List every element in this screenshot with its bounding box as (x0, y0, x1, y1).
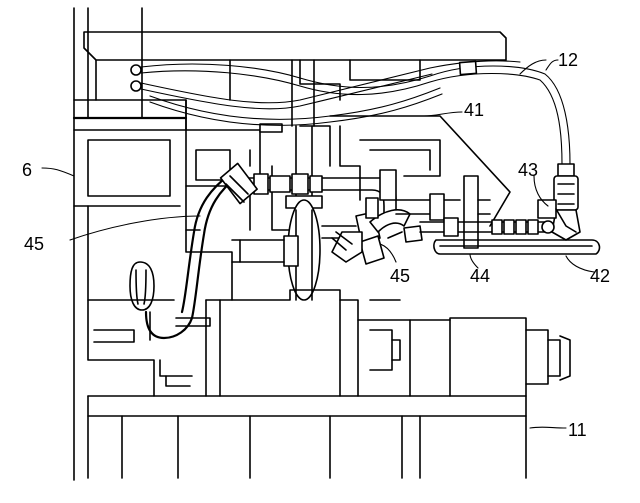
pipe-loop (235, 169, 397, 215)
flexible-hose (129, 162, 258, 340)
label-ref-12: 12 (558, 50, 578, 70)
label-ref-45-left: 45 (24, 234, 44, 254)
center-fittings (321, 197, 423, 265)
lower-block (205, 289, 451, 397)
leader-lines (41, 59, 595, 429)
label-ref-44: 44 (470, 266, 490, 286)
label-ref-42: 42 (590, 266, 610, 286)
machine-base (87, 395, 527, 479)
fitting-assembly (395, 175, 577, 249)
label-ref-43: 43 (518, 160, 538, 180)
label-ref-11: 11 (568, 420, 587, 440)
right-bracket (369, 317, 571, 397)
central-bracket (185, 115, 511, 301)
machine-frame (72, 7, 201, 481)
label-ref-45-center: 45 (390, 266, 410, 286)
label-ref-6: 6 (22, 160, 32, 180)
drip-tray (433, 239, 601, 255)
label-ref-41: 41 (464, 100, 484, 120)
cable-bundle (130, 60, 581, 241)
top-plate (83, 31, 507, 187)
shaft-assembly (231, 125, 323, 301)
